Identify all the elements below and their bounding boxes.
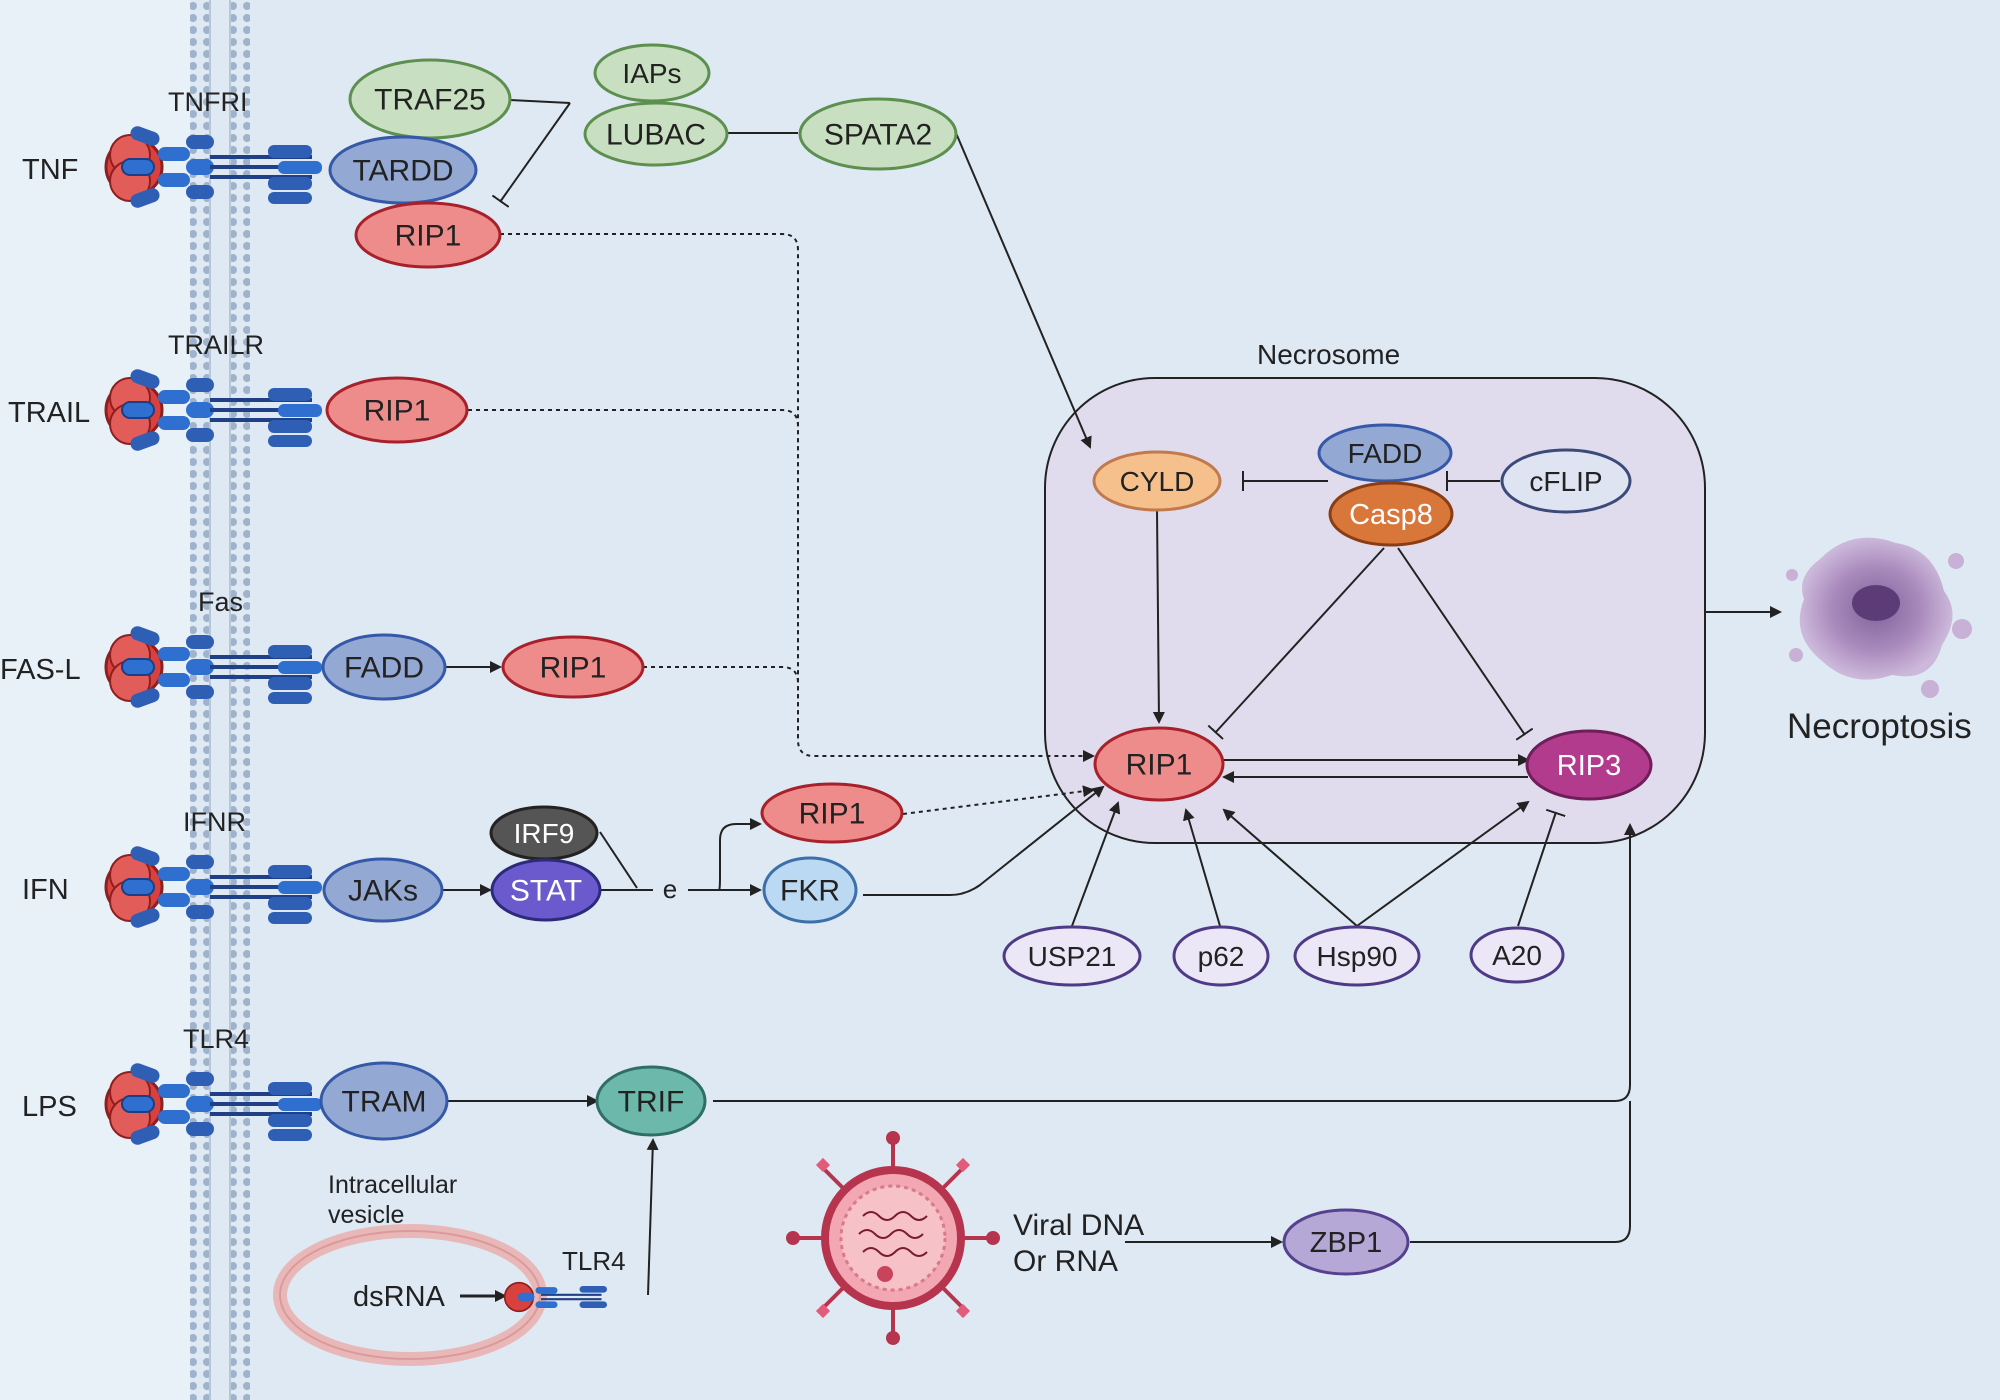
- receptor-icon: [104, 1063, 322, 1145]
- ligand-label: LPS: [22, 1091, 77, 1123]
- node-label: Hsp90: [1317, 941, 1398, 972]
- vesicle-label-2: vesicle: [328, 1201, 404, 1229]
- node-label: STAT: [510, 875, 582, 908]
- receptor-icon: [104, 369, 322, 451]
- node-irf9: IRF9: [489, 805, 599, 861]
- node-label: TARDD: [352, 155, 453, 188]
- node-label: TRAF25: [374, 84, 486, 117]
- node-rip1-ifn: RIP1: [760, 782, 904, 844]
- node-label: LUBAC: [606, 119, 706, 152]
- receptor-icon: [104, 626, 322, 708]
- viral-label-1: Viral DNA: [1013, 1209, 1144, 1242]
- virus-icon: [786, 1131, 1000, 1345]
- node-label: FADD: [1348, 438, 1423, 469]
- node-usp21: USP21: [1002, 925, 1142, 987]
- node-label: RIP1: [364, 395, 431, 428]
- receptor-label: IFNR: [183, 807, 246, 837]
- node-label: USP21: [1028, 941, 1117, 972]
- viral-label-2: Or RNA: [1013, 1245, 1118, 1278]
- node-label: cFLIP: [1529, 466, 1602, 497]
- ligand-label: IFN: [22, 874, 69, 906]
- node-label: A20: [1492, 940, 1542, 971]
- node-label: ZBP1: [1310, 1227, 1383, 1259]
- edges: [442, 99, 1782, 1302]
- node-label: p62: [1198, 941, 1245, 972]
- node-label: RIP3: [1557, 750, 1621, 782]
- cell-membrane: [190, 0, 250, 1400]
- vesicle-label-1: Intracellular: [328, 1171, 457, 1199]
- receptor-icon: [104, 846, 322, 928]
- node-iaps: IAPs: [593, 43, 711, 103]
- node-lubac: LUBAC: [583, 101, 729, 167]
- receptor-label: TNFRI: [168, 87, 247, 117]
- node-label: IRF9: [514, 818, 575, 849]
- node-label: RIP1: [395, 220, 462, 253]
- necroptotic-cell-icon: [1786, 537, 1972, 698]
- node-spata2: SPATA2: [798, 97, 958, 171]
- receptor-icon: [104, 126, 322, 208]
- node-stat: STAT: [490, 858, 602, 922]
- node-label: JAKs: [348, 875, 418, 908]
- node-fadd-nec: FADD: [1317, 423, 1453, 483]
- node-fkr: FKR: [762, 856, 858, 924]
- node-rip1-nec: RIP1: [1093, 726, 1225, 802]
- node-tram: TRAM: [319, 1061, 449, 1141]
- receptor-ifn: IFN IFNR: [22, 807, 322, 928]
- node-label: TRAM: [342, 1086, 427, 1119]
- node-trif: TRIF: [595, 1065, 707, 1137]
- node-zbp1: ZBP1: [1282, 1208, 1410, 1276]
- node-label: FADD: [344, 652, 424, 685]
- node-label: RIP1: [540, 652, 607, 685]
- receptor-lps: LPS TLR4: [22, 1024, 322, 1145]
- node-label: IAPs: [622, 58, 681, 89]
- node-rip1-tnf: RIP1: [354, 201, 502, 269]
- node-fadd-fas: FADD: [321, 633, 447, 701]
- tlr4-vesicle-label: TLR4: [562, 1246, 626, 1276]
- junction-label: e: [663, 874, 677, 904]
- receptor-label: Fas: [198, 587, 243, 617]
- node-label: RIP1: [1126, 749, 1193, 782]
- ligand-label: FAS-L: [0, 654, 81, 686]
- node-label: CYLD: [1120, 466, 1195, 497]
- node-tardd: TARDD: [328, 135, 478, 205]
- node-rip3: RIP3: [1525, 729, 1653, 801]
- necrosome-label: Necrosome: [1257, 339, 1400, 370]
- node-rip1-fas: RIP1: [501, 635, 645, 699]
- node-label: TRIF: [618, 1086, 685, 1119]
- ligand-label: TRAIL: [8, 397, 90, 429]
- receptor-fas-l: FAS-L Fas: [0, 587, 322, 708]
- node-label: FKR: [780, 875, 840, 908]
- node-rip1-trail: RIP1: [325, 376, 469, 444]
- receptor-trail: TRAIL TRAILR: [8, 330, 322, 451]
- node-cflip: cFLIP: [1500, 448, 1632, 514]
- receptor-label: TRAILR: [168, 330, 264, 360]
- node-hsp90: Hsp90: [1293, 925, 1421, 987]
- tlr4-vesicle-receptor-icon: [503, 1281, 607, 1313]
- extracellular-area: [0, 0, 190, 1400]
- node-cyld: CYLD: [1092, 450, 1222, 512]
- node-casp8: Casp8: [1328, 481, 1454, 547]
- node-a20: A20: [1469, 926, 1565, 984]
- node-p62: p62: [1172, 925, 1270, 987]
- necroptosis-label: Necroptosis: [1787, 707, 1972, 746]
- dsrna-label: dsRNA: [353, 1281, 446, 1313]
- node-jaks: JAKs: [322, 857, 444, 923]
- node-label: Casp8: [1349, 499, 1433, 531]
- node-traf25: TRAF25: [348, 58, 512, 140]
- ligand-label: TNF: [22, 154, 78, 186]
- node-label: SPATA2: [824, 119, 932, 152]
- receptor-label: TLR4: [183, 1024, 249, 1054]
- receptor-tnf: TNF TNFRI: [22, 87, 322, 208]
- node-label: RIP1: [799, 798, 866, 831]
